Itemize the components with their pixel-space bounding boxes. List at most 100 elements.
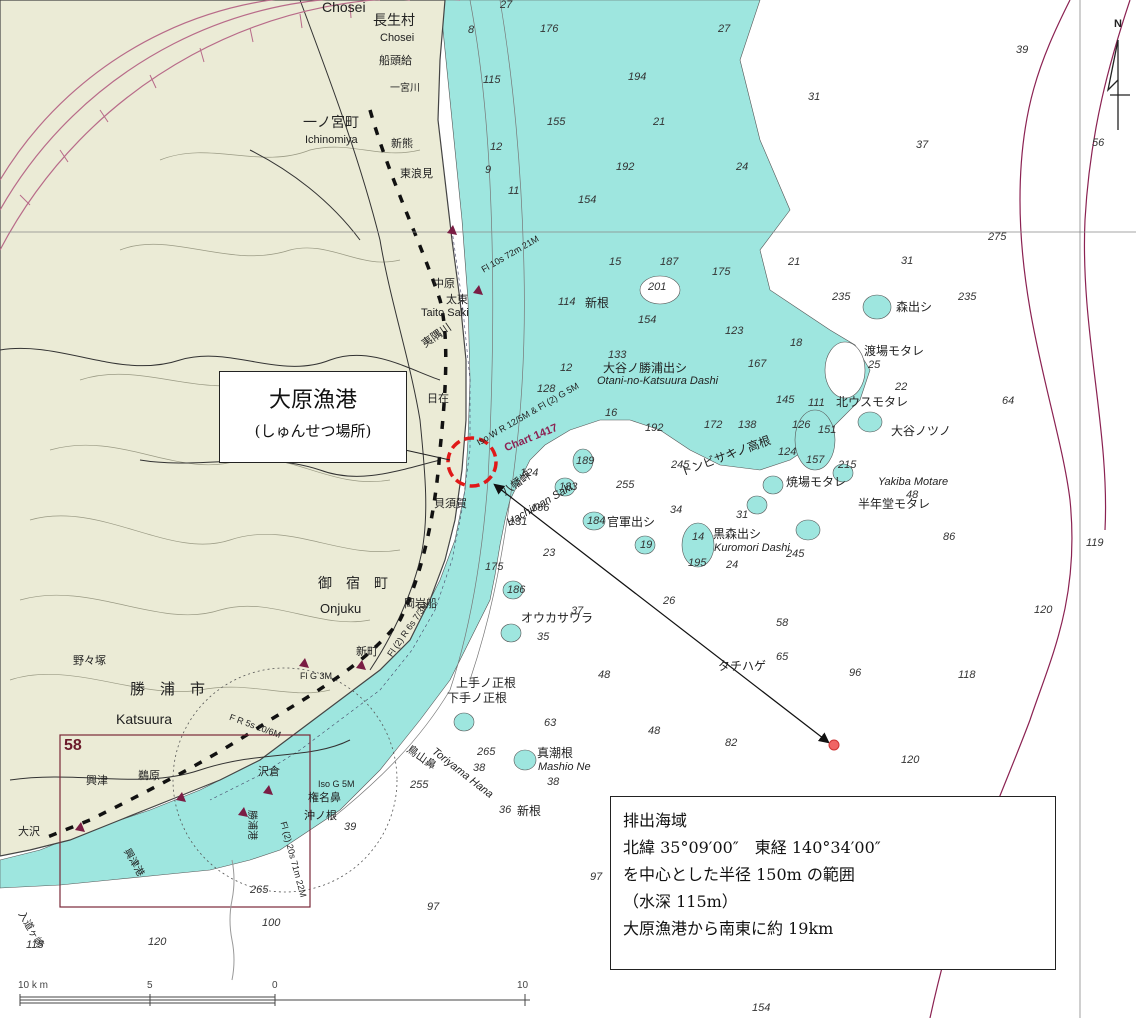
place-chosei-roman: Chosei [380,32,415,44]
depth-sounding: 97 [427,901,440,913]
depth-sounding: 201 [648,281,667,293]
scale-bar [19,994,530,1006]
depth-sounding: 15 [609,256,622,268]
place-unabara: 鵜原 [138,769,160,782]
depth-sounding: 187 [660,256,679,268]
scale-mark-10: 10 [517,980,529,991]
pier-line [229,859,235,981]
depth-sounding: 86 [943,531,956,543]
inset-58-label: 58 [64,737,82,754]
depth-sounding: 154 [578,194,597,206]
sea-morideshi: 森出シ [896,300,933,314]
depth-sounding: 115 [483,74,501,86]
depth-sounding: 133 [608,349,627,361]
depth-sounding: 184 [587,515,606,527]
depth-sounding: 167 [748,358,767,370]
depth-sounding: 12 [560,362,573,374]
place-okitsu: 興津 [86,774,108,787]
place-katsuura-kanji: 勝 浦 市 [130,680,206,698]
depth-sounding: 24 [736,161,749,173]
depth-sounding: 35 [537,631,550,643]
depth-sounding: 8 [468,24,475,36]
depth-sounding: 157 [806,454,825,466]
sea-hannendo: 半年堂モタレ [858,497,931,511]
depth-sounding: 38 [547,776,560,788]
harbor-callout: 大原漁港 (しゅんせつ場所) [219,371,407,463]
place-kaisuka: 貝須賀 [434,497,467,510]
depth-sounding: 192 [645,422,664,434]
depth-sounding: 38 [473,762,486,774]
depth-sounding: 39 [344,821,357,833]
depth-sounding: 56 [1092,137,1105,149]
scale-mark-5: 5 [147,980,153,991]
depth-sounding: 31 [808,91,821,103]
depth-sounding: 97 [590,871,603,883]
depth-sounding: 14 [692,531,705,543]
depth-sounding: 175 [485,561,504,573]
place-nonozuka: 野々塚 [73,654,106,667]
depth-sounding: 34 [670,504,683,516]
depth-sounding: 18 [790,337,803,349]
depth-sounding: 245 [671,459,690,471]
harbor-dredging-circle [446,436,498,488]
sea-tachihage: タチハゲ [718,659,767,673]
depth-sounding: 82 [725,737,738,749]
scale-unit-label: 10 k m [18,980,49,991]
depth-sounding: 192 [616,161,635,173]
depth-sounding: 155 [547,116,566,128]
compass-ticks [19,3,352,206]
depth-sounding: 183 [559,481,578,493]
depth-sounding: 123 [725,325,744,337]
depth-sounding: 48 [598,669,611,681]
depth-sounding: 176 [540,23,559,35]
depth-sounding: 189 [576,455,595,467]
place-iwafune: 岡岩船 [404,597,437,610]
light-fl-g-3m: Fl G 3M [300,671,333,681]
depth-sounding: 138 [738,419,757,431]
scale-mark-0: 0 [272,980,278,991]
depth-sounding: 175 [712,266,731,278]
depth-sounding: 58 [776,617,789,629]
sea-shinne-1: 新根 [585,296,610,310]
depth-sounding: 22 [895,381,908,393]
depth-sounding: 145 [776,394,795,406]
sea-otaninotsuno: 大谷ノツノ [891,424,952,438]
disposal-point-marker [828,739,840,751]
sea-kitausu: 北ウスモタレ [836,395,909,409]
sea-kuromori-roman: Kuromori Dashi [714,542,790,554]
disposal-depth: （水深 115m） [623,892,738,911]
depth-sounding: 115 [26,939,44,951]
depth-sounding: 39 [1016,44,1029,56]
depth-sounding: 11 [508,185,520,197]
depth-sounding: 235 [958,291,977,303]
sea-kamite: 上手ノ正根 [456,676,517,690]
depth-sounding: 36 [499,804,512,816]
disposal-distance: 大原漁港から南東に約 19km [623,919,834,938]
depth-sounding: 120 [148,936,167,948]
place-taito-kanji: 太東 [446,293,468,306]
depth-sounding: 27 [718,23,731,35]
depth-sounding: 114 [558,296,576,308]
depth-sounding: 9 [485,164,492,176]
place-nakahara: 中原 [433,277,455,290]
land-roads [0,0,441,781]
depth-sounding: 25 [868,359,881,371]
sea-otani-roman: Otani-no-Katsuura Dashi [597,375,719,387]
sea-yakiba-roman: Yakiba Motare [878,476,949,488]
depth-sounding: 120 [1034,604,1053,616]
disposal-radius: を中心とした半径 150m の範囲 [623,865,855,884]
depth-sounding: 21 [653,116,666,128]
depth-sounding: 154 [638,314,657,326]
deep-pockets [639,275,866,399]
depth-sounding: 65 [776,651,789,663]
sea-shimote: 下手ノ正根 [447,691,508,705]
depth-sounding: 195 [688,557,707,569]
depth-sounding: 119 [1086,537,1104,549]
place-funazuki: 船頭給 [379,54,412,67]
depth-sounding: 26 [663,595,676,607]
depth-sounding: 275 [988,231,1007,243]
depth-sounding: 24 [726,559,739,571]
depth-sounding: 16 [605,407,618,419]
depth-sounding: 166 [531,502,550,514]
